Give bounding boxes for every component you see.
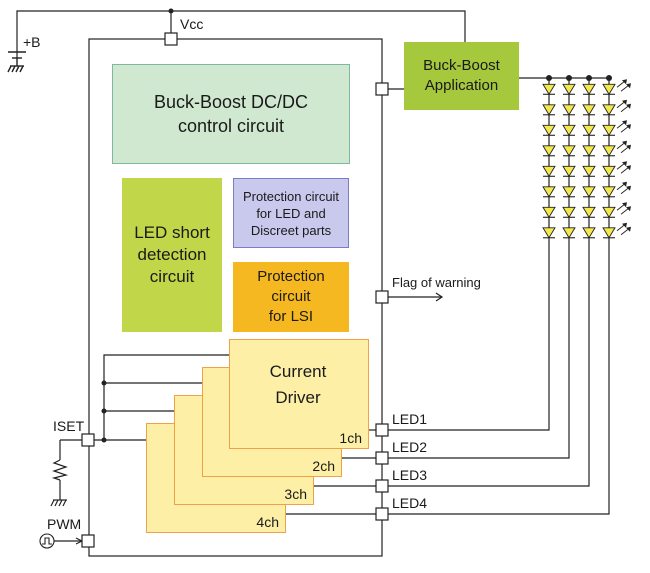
light-emission-arrowhead [626, 124, 631, 130]
pins [81, 32, 389, 548]
led-short-detection-block: LED short detection circuit [122, 178, 222, 332]
led-diode-icon [562, 145, 576, 157]
light-emission-arrowhead [626, 165, 631, 171]
led-diode-icon [582, 165, 596, 178]
protection-led-block: Protection circuit for LED and Discreet … [233, 178, 349, 248]
protection-lsi-block: Protection circuit for LSI [233, 262, 349, 332]
led-diode-icon [542, 227, 556, 239]
led-diode-icon [562, 186, 576, 198]
wires [16, 10, 610, 542]
channel-label: 2ch [312, 458, 335, 474]
led-diode-icon [602, 145, 616, 157]
light-emission-arrowhead [622, 202, 627, 208]
pwm-pin [81, 534, 95, 548]
buck-boost-application-block: Buck-Boost Application [404, 42, 519, 110]
iset-label: ISET [53, 418, 85, 434]
iset-resistor [51, 459, 69, 481]
app-pin [375, 82, 389, 96]
led3-pin [375, 479, 389, 493]
led-diode-icon [602, 227, 616, 239]
led-diode-icon [582, 206, 596, 219]
driver-channel-1: Current Driver 1ch [229, 339, 369, 449]
led-diode-icon [542, 145, 556, 157]
light-emission-arrowhead [626, 226, 631, 232]
led-diode-icon [582, 145, 596, 157]
vcc-pin [164, 32, 178, 46]
led-diode-icon [602, 165, 616, 178]
led-diode-icon [562, 83, 576, 96]
light-emission-arrowhead [626, 185, 631, 191]
protection-led-text: Protection circuit for LED and Discreet … [242, 188, 340, 238]
light-emission-arrowhead [622, 140, 627, 146]
led-diode-icon [602, 206, 616, 219]
led-diode-icon [562, 227, 576, 239]
flag-label: Flag of warning [392, 275, 481, 290]
led4-pin [375, 507, 389, 521]
flag-arrow [387, 292, 444, 302]
light-emission-arrowhead [622, 181, 627, 187]
led1-return [387, 242, 550, 431]
led-diode-icon [542, 165, 556, 178]
dcdc-control-text: Buck-Boost DC/DC control circuit [153, 92, 309, 136]
led3-return [387, 242, 590, 487]
current-driver-title-box: Current Driver [230, 340, 366, 430]
led-diode-icon [562, 104, 576, 116]
led-diode-icon [562, 206, 576, 219]
light-emission-arrowhead [626, 206, 631, 212]
led-diode-icon [602, 124, 616, 137]
led-diode-icon [562, 124, 576, 137]
led1-label: LED1 [392, 411, 428, 427]
channel-label: 1ch [339, 430, 362, 446]
iset-ground-symbol [50, 499, 67, 507]
supply-wire [16, 10, 466, 58]
led-diode-icon [582, 83, 596, 96]
led-diode-icon [542, 186, 556, 198]
led-diode-icon [542, 124, 556, 137]
led-array [542, 78, 631, 242]
led-diode-icon [542, 104, 556, 116]
light-emission-arrowhead [626, 83, 631, 89]
led-diode-icon [602, 186, 616, 198]
light-emission-arrowhead [626, 144, 631, 150]
led-diode-icon [542, 206, 556, 219]
pwm-label: PWM [47, 516, 82, 532]
led4-return [387, 242, 610, 515]
battery-symbol [7, 51, 26, 73]
led-diode-icon [562, 165, 576, 178]
current-driver-title: Current Driver [269, 362, 327, 407]
led4-label: LED4 [392, 495, 428, 511]
light-emission-arrowhead [626, 103, 631, 109]
light-emission-arrowhead [622, 99, 627, 105]
led3-label: LED3 [392, 467, 428, 483]
light-emission-arrowhead [622, 161, 627, 167]
led-diode-icon [602, 83, 616, 96]
light-emission-arrowhead [622, 222, 627, 228]
supply-label: +B [23, 34, 41, 50]
light-emission-arrowhead [622, 79, 627, 85]
vcc-label: Vcc [180, 16, 204, 32]
channel-label: 4ch [256, 514, 279, 530]
led2-return [387, 242, 570, 459]
led-diode-icon [602, 104, 616, 116]
led1-pin [375, 423, 389, 437]
protection-lsi-text: Protection circuit for LSI [257, 268, 325, 325]
flag-pin [375, 290, 389, 304]
led-short-detection-text: LED short detection circuit [134, 223, 210, 286]
led-diode-icon [582, 227, 596, 239]
light-emission-arrowhead [622, 120, 627, 126]
dcdc-control-block: Buck-Boost DC/DC control circuit [112, 64, 350, 164]
led-diode-icon [542, 83, 556, 96]
led-diode-icon [582, 186, 596, 198]
led2-label: LED2 [392, 439, 428, 455]
led2-pin [375, 451, 389, 465]
led-diode-icon [582, 124, 596, 137]
iset-pin [81, 433, 95, 447]
led-diode-icon [582, 104, 596, 116]
buck-boost-application-text: Buck-Boost Application [423, 57, 500, 94]
channel-label: 3ch [284, 486, 307, 502]
